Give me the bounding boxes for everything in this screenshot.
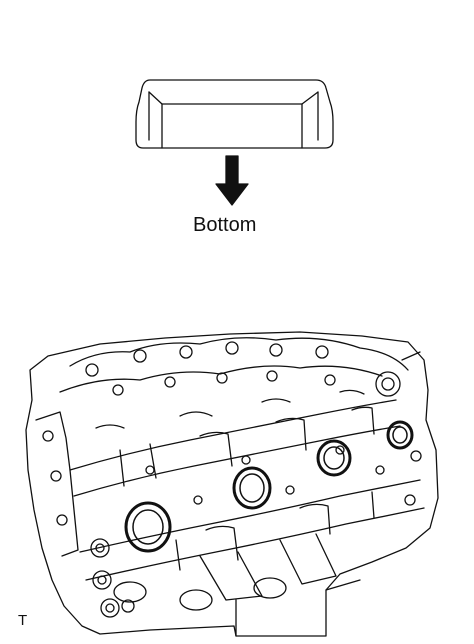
engine-cylinder-head-illustration xyxy=(25,331,439,637)
oil-seal-outline-icon xyxy=(135,79,334,149)
arrow-label: Bottom xyxy=(193,214,257,236)
down-arrow-icon xyxy=(215,155,249,206)
figure-code: T xyxy=(18,612,28,629)
